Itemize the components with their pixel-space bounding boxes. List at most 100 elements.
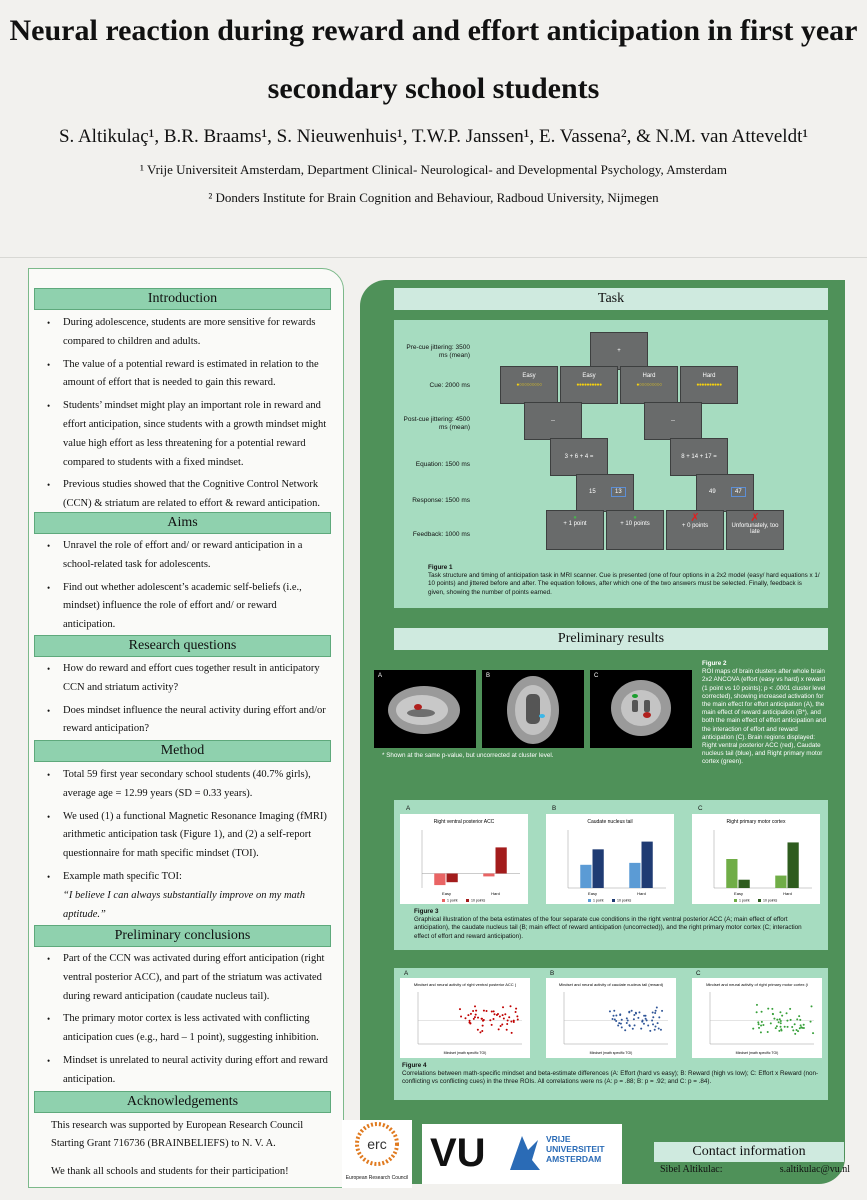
- bar: [446, 873, 458, 883]
- figure-1-caption: Figure 1 Task structure and timing of an…: [428, 564, 820, 597]
- data-point: [474, 1005, 477, 1008]
- bar: [434, 873, 446, 886]
- data-point: [633, 1024, 636, 1027]
- data-point: [472, 1017, 475, 1020]
- response-screen: 49 47: [696, 474, 754, 512]
- panel-letter: A: [404, 970, 409, 977]
- data-point: [654, 1025, 657, 1028]
- data-point: [619, 1022, 622, 1025]
- answer-option-selected: 47: [731, 487, 746, 497]
- data-point: [797, 1030, 800, 1033]
- cue-screen-hard-1: Hard●○○○○○○○○○: [620, 366, 678, 404]
- list-item: Previous studies showed that the Cogniti…: [47, 476, 331, 514]
- data-point: [779, 1011, 782, 1014]
- data-point: [794, 1032, 797, 1035]
- data-point: [480, 1017, 483, 1020]
- legend-label: 10 points: [471, 899, 485, 903]
- data-point: [771, 1012, 774, 1015]
- equation-screen: 3 + 6 + 4 =: [550, 438, 608, 476]
- data-point: [760, 1010, 763, 1013]
- sagittal-brain-icon: [388, 686, 460, 734]
- data-point: [802, 1026, 805, 1029]
- panel-letter: C: [594, 673, 599, 679]
- data-point: [613, 1009, 616, 1012]
- poster-title: Neural reaction during reward and effort…: [0, 0, 867, 118]
- data-point: [642, 1022, 645, 1025]
- panel-letter: C: [696, 970, 701, 977]
- feedback-screen: ✗+ 0 points: [666, 510, 724, 550]
- data-point: [504, 1013, 507, 1016]
- data-point: [799, 1018, 802, 1021]
- data-point: [625, 1017, 628, 1020]
- data-point: [482, 1009, 485, 1012]
- caption-title: Figure 2: [702, 660, 727, 667]
- brain-image-c: C: [590, 670, 692, 748]
- post-cue-screen: --: [644, 402, 702, 440]
- data-point: [651, 1019, 654, 1022]
- data-point: [633, 1014, 636, 1017]
- data-point: [796, 1018, 799, 1021]
- timing-label: Post-cue jittering: 4500 ms (mean): [403, 416, 470, 431]
- list-item: How do reward and effort cues together r…: [47, 660, 331, 698]
- bar: [592, 849, 604, 888]
- contact-email[interactable]: s.altikulac@vu.nl: [779, 1164, 850, 1175]
- right-panel: Task Pre-cue jittering: 3500 ms (mean) C…: [360, 280, 845, 1184]
- list-item: During adolescence, students are more se…: [47, 314, 331, 352]
- bar: [495, 847, 507, 874]
- data-point: [492, 1018, 495, 1021]
- data-point: [658, 1016, 661, 1019]
- data-point: [780, 1028, 783, 1031]
- data-point: [630, 1009, 633, 1012]
- data-point: [619, 1014, 622, 1017]
- equation-screen: 8 + 14 + 17 =: [670, 438, 728, 476]
- ack-thanks: We thank all schools and students for th…: [51, 1166, 289, 1177]
- data-point: [637, 1016, 640, 1019]
- coin-icon: ●: [633, 515, 637, 521]
- data-point: [654, 1009, 657, 1012]
- bar: [726, 859, 738, 888]
- data-point: [631, 1027, 634, 1030]
- data-point: [509, 1005, 512, 1008]
- answer-option: 15: [589, 489, 596, 495]
- data-point: [793, 1023, 796, 1026]
- figure-3-caption: Figure 3 Graphical illustration of the b…: [414, 908, 818, 941]
- left-column: Introduction During adolescence, student…: [28, 268, 344, 1188]
- data-point: [775, 1025, 778, 1028]
- timing-label: Cue: 2000 ms: [429, 382, 470, 389]
- data-point: [625, 1022, 628, 1025]
- data-point: [482, 1019, 485, 1022]
- caption-title: Figure 1: [428, 564, 453, 571]
- feedback-text: Unfortunately, too late: [731, 523, 779, 535]
- data-point: [656, 1022, 659, 1025]
- cue-label: Hard: [702, 373, 716, 379]
- data-point: [617, 1024, 620, 1027]
- data-point: [510, 1031, 513, 1034]
- data-point: [792, 1029, 795, 1032]
- cue-label: Easy: [522, 373, 536, 379]
- data-point: [460, 1015, 463, 1018]
- caption-title: Figure 4: [402, 1062, 427, 1069]
- vu-logo: VU VRIJE UNIVERSITEIT AMSTERDAM: [422, 1124, 622, 1184]
- data-point: [514, 1010, 517, 1013]
- data-point: [510, 1020, 513, 1023]
- data-point: [778, 1018, 781, 1021]
- caption-text: Task structure and timing of anticipatio…: [428, 572, 820, 596]
- data-point: [652, 1023, 655, 1026]
- bar: [775, 875, 787, 888]
- x-axis-label: Mindset (math specific TOI): [444, 1051, 487, 1055]
- poster-header: Neural reaction during reward and effort…: [0, 0, 867, 258]
- data-point: [612, 1014, 615, 1017]
- chart-svg: Mindset and neural activity of right pri…: [706, 982, 815, 1055]
- data-point: [801, 1026, 804, 1029]
- data-point: [472, 1009, 475, 1012]
- answer-option: 49: [709, 489, 716, 495]
- data-point: [789, 1007, 792, 1010]
- data-point: [634, 1011, 637, 1014]
- data-point: [659, 1028, 662, 1031]
- data-point: [506, 1019, 509, 1022]
- timing-label: Response: 1500 ms: [412, 497, 470, 504]
- conclusions-heading: Preliminary conclusions: [34, 925, 331, 947]
- data-point: [779, 1025, 782, 1028]
- caption-title: Figure 3: [414, 908, 439, 915]
